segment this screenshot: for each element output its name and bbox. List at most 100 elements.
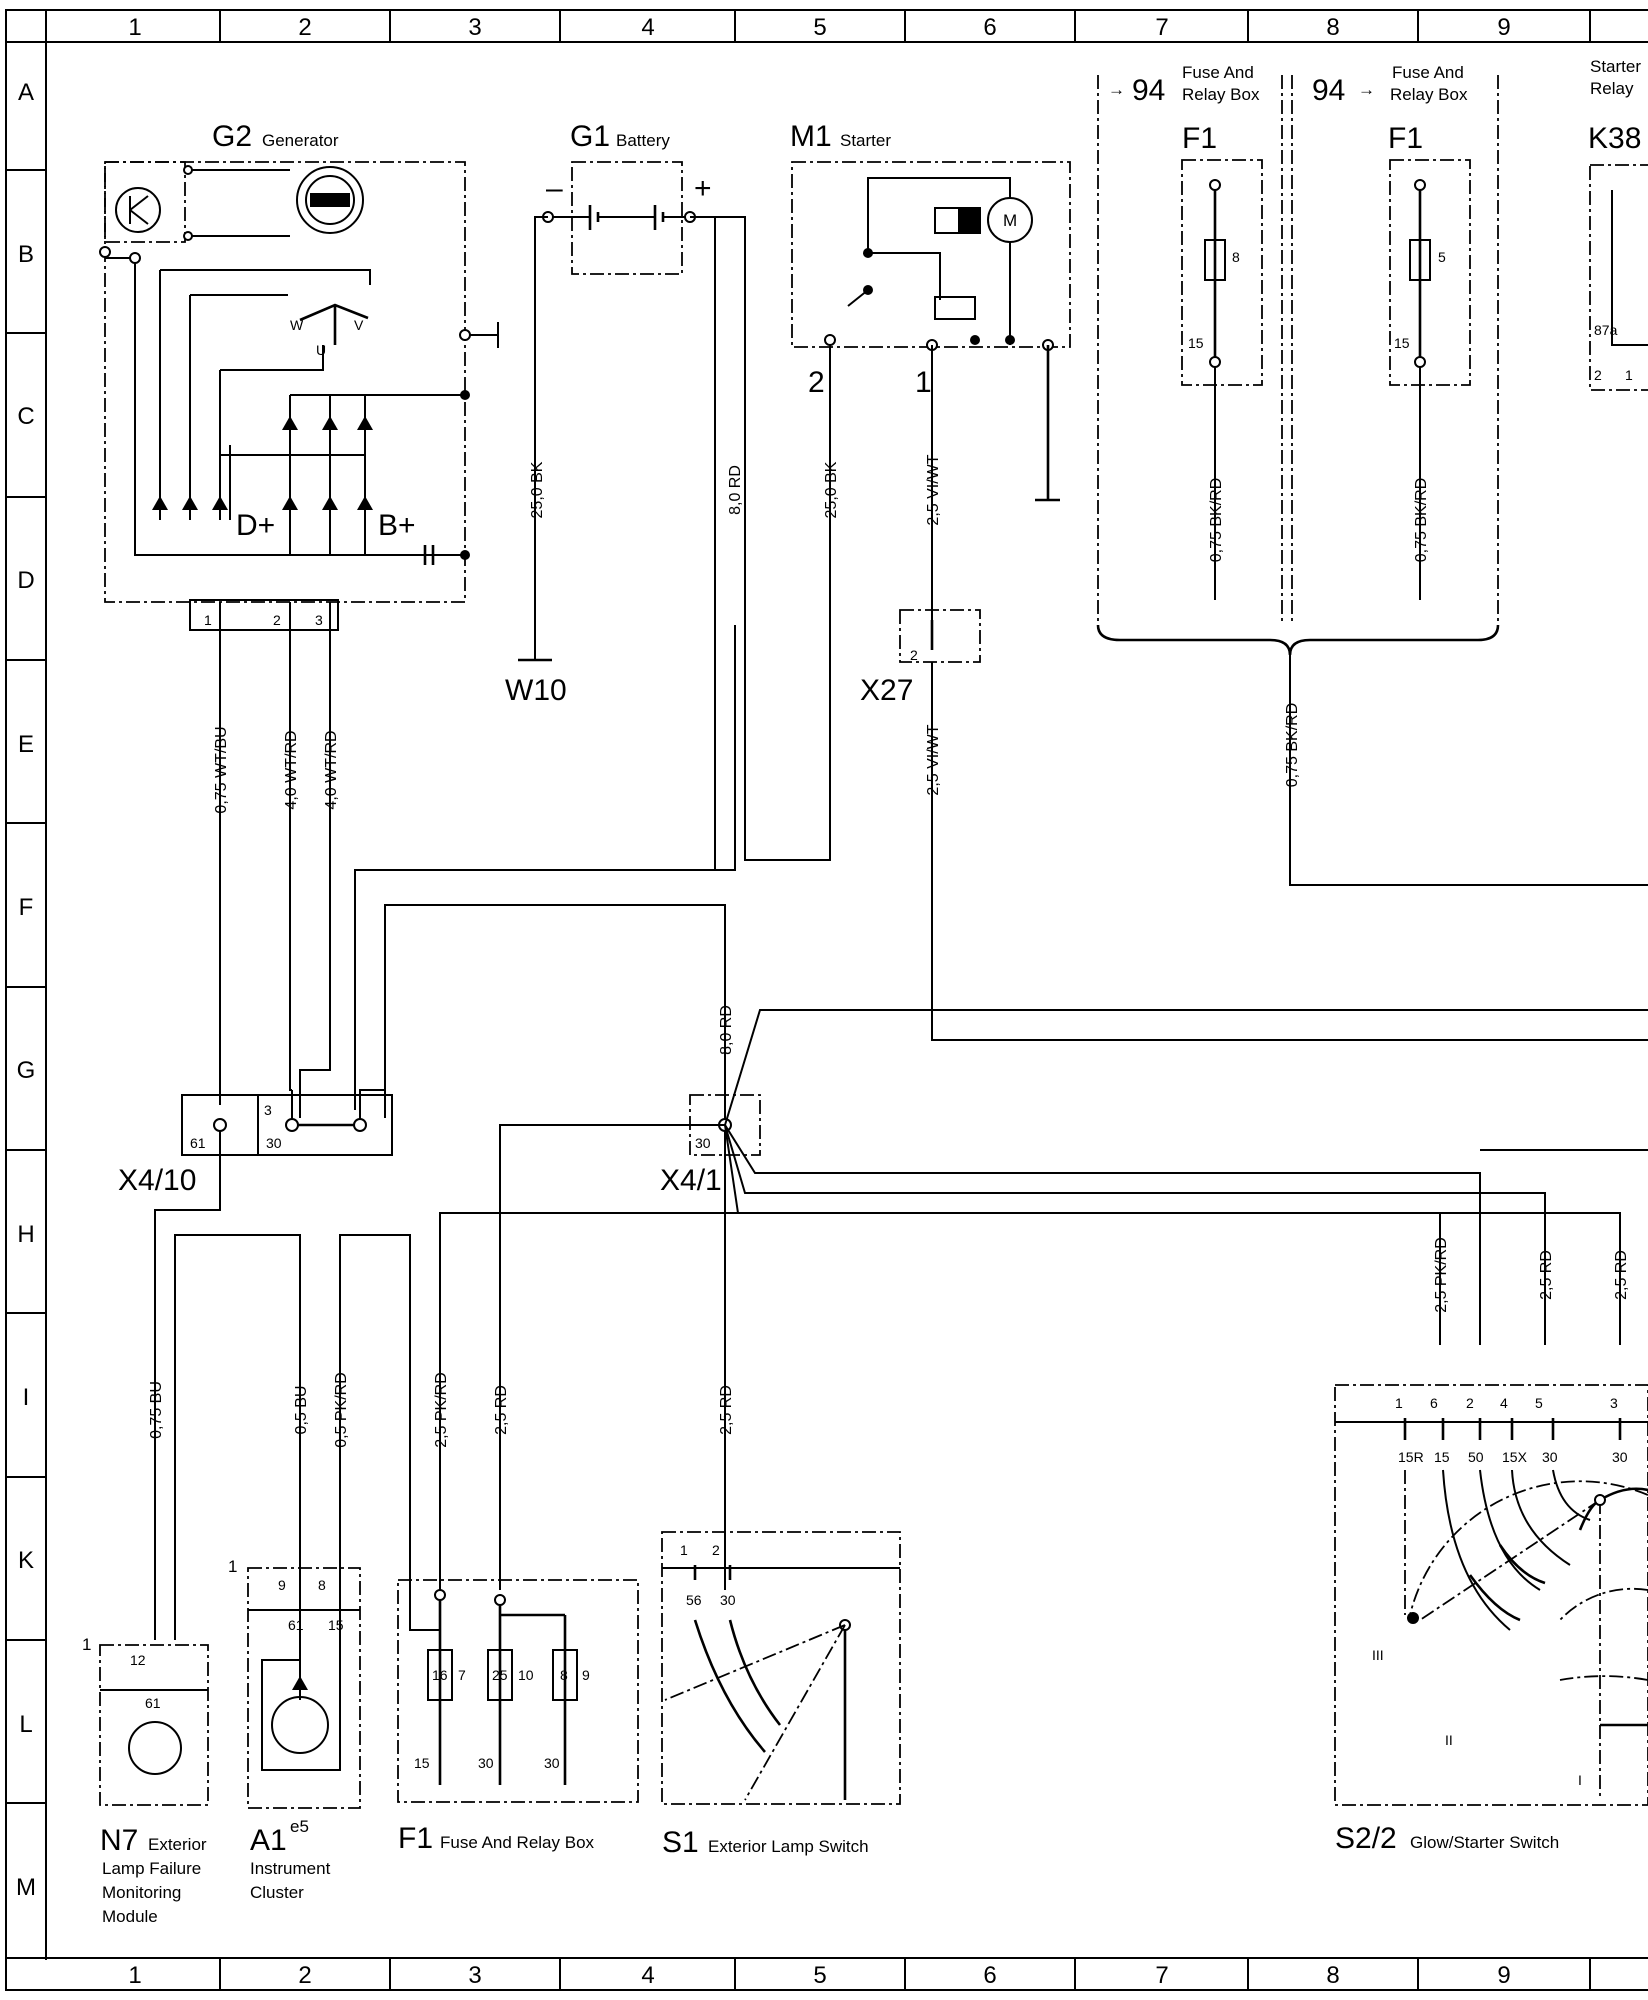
pk-rd-wire (439, 1212, 1441, 1590)
wire-label-w8: 2,5 VI/WT (925, 724, 942, 795)
component-name: Lamp Failure (102, 1859, 201, 1878)
monitoring-module-n7[interactable]: 1 12 61 N7 Exterior Lamp Failure Monitor… (82, 1635, 209, 1926)
svg-text:2,5 PK/RD: 2,5 PK/RD (433, 1372, 450, 1448)
wire-label-w4: 25,0 BK (529, 461, 546, 518)
col-label: 2 (298, 1962, 311, 1989)
svg-text:2,5 VI/WT: 2,5 VI/WT (925, 724, 942, 795)
col-label: 4 (641, 1962, 654, 1989)
col-label: 9 (1497, 14, 1510, 41)
fuse-box-f1-bottom[interactable]: 16 25 8 7 10 9 15 30 30 F1 Fuse And Rela… (397, 1579, 639, 1855)
wire-label-w12: 8,0 RD (718, 1005, 735, 1055)
pin-label: 1 (680, 1542, 688, 1558)
col-label: 4 (641, 14, 654, 41)
row-label: L (19, 1711, 32, 1738)
position-label: III (1372, 1647, 1384, 1663)
pin-label: 2 (808, 366, 825, 399)
transistor-icon (115, 187, 161, 233)
svg-text:M: M (1003, 211, 1017, 230)
col-label: 1 (128, 1962, 141, 1989)
battery-g1[interactable]: G1 Battery – + (542, 120, 712, 275)
svg-text:0,75 BK/RD: 0,75 BK/RD (1413, 478, 1430, 562)
terminal-label: 56 (686, 1592, 702, 1608)
component-name: Relay Box (1390, 85, 1468, 104)
col-label: 9 (1497, 1962, 1510, 1989)
terminal-label: 30 (1612, 1449, 1628, 1465)
wire-label-w10: 0,75 BK/RD (1413, 478, 1430, 562)
wire-label-w15: 2,5 RD (1613, 1250, 1630, 1300)
component-name: Fuse And Relay Box (440, 1833, 595, 1852)
connector-code: X4/10 (118, 1164, 196, 1197)
terminal-label: D+ (236, 509, 275, 542)
terminal-label: 30 (1542, 1449, 1558, 1465)
connector-x27[interactable]: 2 X27 (860, 609, 981, 707)
wire-label-w5: 8,0 RD (727, 465, 744, 515)
svg-text:0,75 BK/RD: 0,75 BK/RD (1208, 478, 1225, 562)
wire-label-w19: 2,5 PK/RD (433, 1372, 450, 1448)
terminal-label: 30 (720, 1592, 736, 1608)
x4-1-branch-c (724, 1124, 1546, 1345)
starter-ground (1035, 345, 1060, 502)
component-name: Module (102, 1907, 158, 1926)
ref-arrow: → (1108, 80, 1125, 99)
x4-1-branch-a (724, 1009, 1648, 1126)
ref-arrow: → (1358, 80, 1375, 99)
ref-number: 94 (1312, 74, 1345, 107)
component-code: F1 (398, 1822, 433, 1855)
row-label: B (18, 241, 34, 268)
component-name: Fuse And (1182, 63, 1254, 82)
exterior-lamp-switch-s1[interactable]: 1 2 56 30 S1 Exterior Lamp Switch (661, 1531, 901, 1859)
x4-1-branch-b (724, 1124, 1648, 1345)
pin-label: 1 (204, 612, 212, 628)
component-code: M1 (790, 120, 832, 153)
fuse-box-f1-top-b[interactable]: 94 → Fuse And Relay Box F1 5 15 (1312, 63, 1471, 386)
connector-x4-10[interactable]: 61 3 30 X4/10 (118, 1094, 393, 1197)
component-name: Cluster (250, 1883, 304, 1902)
terminal-label: 30 (544, 1755, 560, 1771)
component-name: Exterior (148, 1835, 207, 1854)
svg-text:0,75 BK/RD: 0,75 BK/RD (1284, 703, 1301, 787)
svg-text:25,0 BK: 25,0 BK (823, 461, 840, 518)
svg-text:0,5 BU: 0,5 BU (293, 1386, 310, 1435)
pin-label: 8 (318, 1577, 326, 1593)
starter-m1[interactable]: M1 Starter M 2 1 (790, 120, 1071, 399)
g2-output-wires (219, 602, 736, 1118)
pin-label: 2 (1594, 367, 1602, 383)
pin-label: 3 (315, 612, 323, 628)
svg-text:2,5 RD: 2,5 RD (1538, 1250, 1555, 1300)
glow-starter-switch-s2-2[interactable]: 1 6 2 4 5 3 15R 15 50 15X 30 30 III II I… (1334, 1384, 1648, 1855)
row-label: M (16, 1874, 36, 1901)
instrument-cluster-a1[interactable]: 1 9 8 61 15 A1 e5 Instrument Cluster (228, 1557, 361, 1902)
row-label: E (18, 731, 34, 758)
a1-wire-b (339, 1234, 440, 1650)
connector-x4-1[interactable]: 30 X4/1 (660, 1094, 761, 1197)
winding-label: U (316, 342, 326, 358)
component-code: S1 (662, 1826, 699, 1859)
terminal-label: B+ (378, 509, 416, 542)
component-name: Starter (840, 131, 891, 150)
fuse-box-f1-top-a[interactable]: → 94 Fuse And Relay Box F1 8 15 (1108, 63, 1263, 386)
svg-text:25,0 BK: 25,0 BK (529, 461, 546, 518)
index-label: 1 (82, 1635, 91, 1654)
starter-relay-k38[interactable]: Starter Relay K38 87a 2 1 (1588, 57, 1648, 391)
minus-sign: – (546, 172, 563, 205)
pin-label: 87a (1594, 322, 1618, 338)
battery-ground-wire (534, 216, 548, 660)
wire-label-w1: 0,75 WT/BU (213, 726, 230, 813)
index-label: 1 (228, 1557, 237, 1576)
generator-g2[interactable]: G2 Generator W V U D+ B+ (99, 120, 499, 631)
a1-wire-a (174, 1234, 301, 1640)
component-name: Exterior Lamp Switch (708, 1837, 869, 1856)
col-label: 5 (813, 14, 826, 41)
component-code: S2/2 (1335, 1822, 1397, 1855)
component-name: Instrument (250, 1859, 331, 1878)
wire-label-w16: 0,75 BU (148, 1381, 165, 1439)
col-label: 6 (983, 14, 996, 41)
battery-to-starter-wire (690, 216, 831, 861)
col-label: 5 (813, 1962, 826, 1989)
sheet-frame (5, 9, 1648, 1991)
fuse-box-frame (1096, 75, 1648, 886)
pin-label: 2 (273, 612, 281, 628)
position-label: I (1578, 1772, 1582, 1788)
terminal-label: 15 (1394, 335, 1410, 351)
